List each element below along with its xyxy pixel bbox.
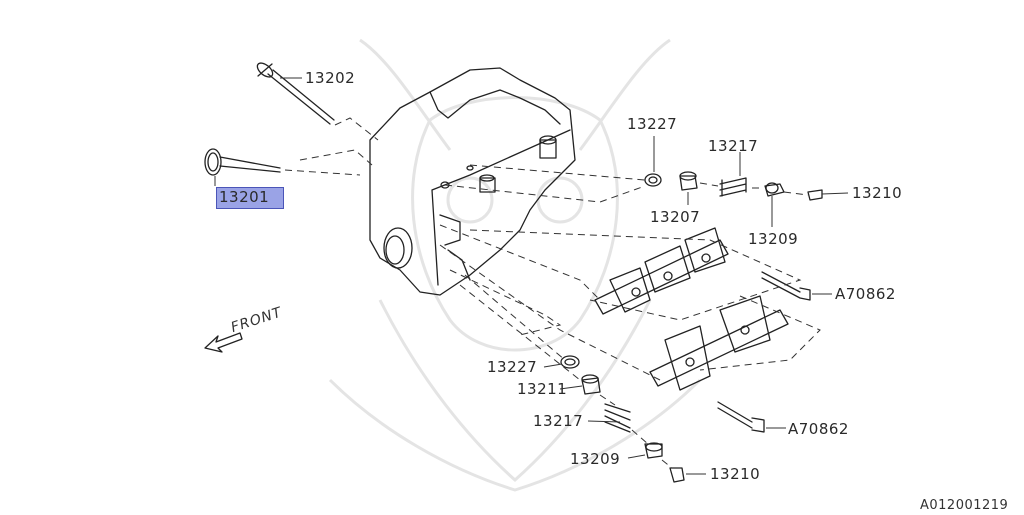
- part-label-A70862-bottom[interactable]: A70862: [788, 420, 849, 438]
- part-label-13209-bottom[interactable]: 13209: [570, 450, 621, 468]
- upper-valve-parts: [644, 171, 823, 201]
- part-label-13207[interactable]: 13207: [650, 208, 701, 226]
- bolt-upper: [761, 271, 811, 301]
- rocker-shaft-lower: [649, 295, 789, 391]
- bolt-lower: [717, 401, 765, 433]
- part-label-13201[interactable]: 13201: [219, 188, 270, 206]
- intake-valve: [204, 148, 281, 176]
- part-label-13227-bottom[interactable]: 13227: [487, 358, 538, 376]
- part-label-13227-top[interactable]: 13227: [627, 115, 678, 133]
- part-label-13210-bottom[interactable]: 13210: [710, 465, 761, 483]
- front-arrow-icon: [204, 332, 243, 353]
- watermark-logo: [328, 38, 702, 492]
- part-label-13211[interactable]: 13211: [517, 380, 568, 398]
- part-label-13217-top[interactable]: 13217: [708, 137, 759, 155]
- part-label-A70862-top[interactable]: A70862: [835, 285, 896, 303]
- part-label-13209-top[interactable]: 13209: [748, 230, 799, 248]
- rocker-shaft-upper: [594, 227, 729, 315]
- selected-part-highlight: [216, 187, 284, 209]
- figure-code: A012001219: [920, 498, 1009, 513]
- part-label-13217-bottom[interactable]: 13217: [533, 412, 584, 430]
- part-label-13210-top[interactable]: 13210: [852, 184, 903, 202]
- lower-valve-parts: [560, 355, 685, 483]
- part-label-13202[interactable]: 13202: [305, 69, 356, 87]
